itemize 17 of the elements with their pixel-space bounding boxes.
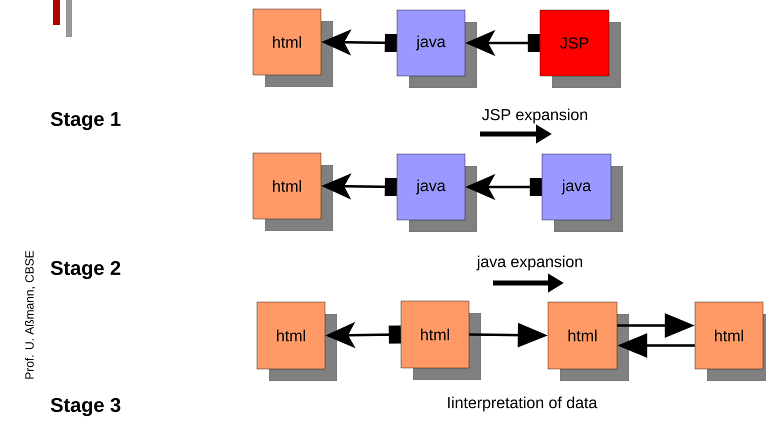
process-box: java [396,10,477,88]
process-box: java [542,154,623,232]
process-box: html [252,152,333,231]
process-box: html [400,300,481,380]
step-label: Iinterpretation of data [448,396,598,412]
author-note: Prof. U. Aßmann, CBSE [24,250,36,379]
process-box: html [548,302,629,381]
process-box: html [694,302,766,381]
process-box: html [252,8,333,87]
stage-label: Stage 1 [50,112,120,130]
step-label: java expansion [476,256,582,270]
process-box: JSP [540,10,621,88]
process-box: html [256,302,337,381]
process-box: java [396,154,477,232]
stage-label: Stage 2 [50,260,120,280]
step-label: JSP expansion [482,108,588,124]
stage-label: Stage 3 [50,398,120,416]
